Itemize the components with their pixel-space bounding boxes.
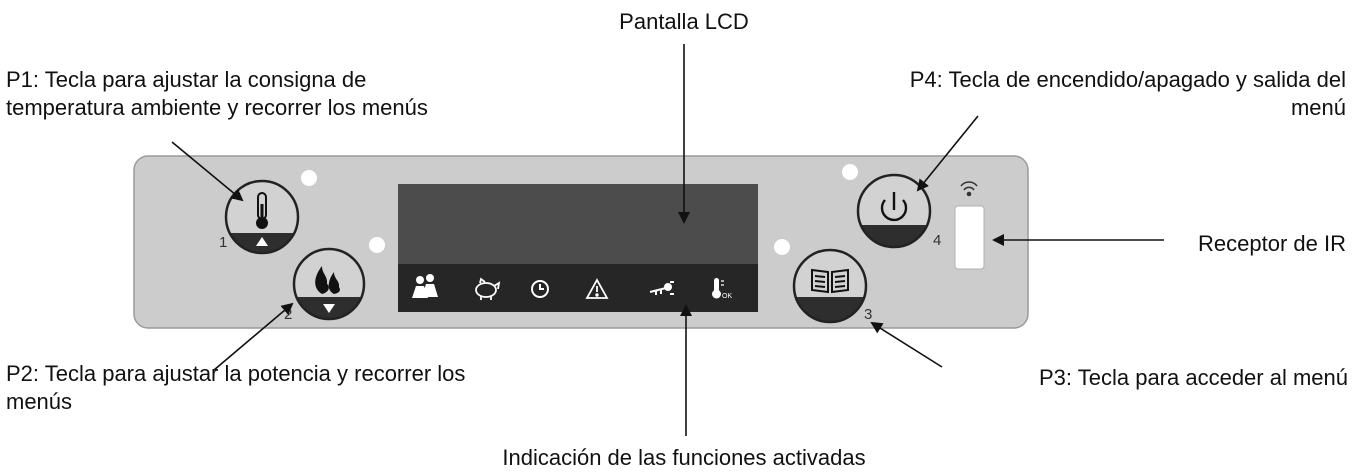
led-indicator	[301, 170, 317, 186]
label-p2: P2: Tecla para ajustar la potencia y rec…	[6, 360, 465, 416]
thermometer-ok-icon: OK	[712, 278, 732, 300]
arrow-p2	[213, 302, 294, 371]
label-p1-line1: P1: Tecla para ajustar la consigna de	[6, 67, 367, 92]
label-p1-line2: temperatura ambiente y recorrer los menú…	[6, 95, 428, 120]
p3-menu-button[interactable]	[792, 248, 868, 325]
piggy-bank-icon	[475, 277, 501, 300]
people-icon	[412, 274, 438, 298]
p4-power-onoff-button[interactable]	[856, 173, 932, 251]
label-p4: P4: Tecla de encendido/apagado y salida …	[910, 66, 1346, 122]
p1-temperature-button[interactable]	[224, 179, 300, 255]
arrow-down-icon	[323, 304, 335, 313]
label-receptor-ir: Receptor de IR	[1198, 231, 1346, 256]
label-indicacion-funciones: Indicación de las funciones activadas	[502, 445, 866, 470]
warning-triangle-icon	[585, 278, 609, 299]
clock-icon	[531, 280, 549, 298]
lcd-screen	[398, 184, 758, 264]
power-icon	[880, 192, 908, 222]
button-2-number: 2	[284, 306, 292, 323]
led-indicator	[369, 237, 385, 253]
button-4-number: 4	[933, 232, 941, 249]
label-pantalla-lcd: Pantalla LCD	[619, 9, 749, 34]
flame-icon	[315, 266, 340, 294]
button-1-number: 1	[219, 234, 227, 251]
wifi-signal-icon	[960, 181, 978, 197]
label-p2-line2: menús	[6, 389, 73, 414]
key-icon	[649, 281, 674, 295]
label-p3: P3: Tecla para acceder al menú	[1039, 365, 1348, 390]
button-3-number: 3	[864, 306, 872, 323]
label-p1: P1: Tecla para ajustar la consigna de te…	[6, 66, 428, 122]
arrow-p3	[870, 321, 943, 368]
label-p4-line2: menú	[1290, 95, 1346, 120]
lcd-icon-bar	[398, 264, 758, 312]
p2-power-button[interactable]	[292, 247, 366, 323]
label-p2-line1: P2: Tecla para ajustar la potencia y rec…	[6, 361, 466, 386]
arrow-p4	[916, 115, 979, 192]
led-indicator	[842, 164, 858, 180]
thermometer-ok-label: OK	[722, 293, 732, 300]
ir-receptor-window	[954, 205, 985, 270]
arrow-p1	[171, 141, 244, 202]
label-p4-line1: P4: Tecla de encendido/apagado y salida …	[909, 67, 1346, 92]
thermometer-icon	[256, 192, 268, 229]
arrow-up-icon	[256, 237, 268, 246]
led-indicator	[774, 239, 790, 255]
book-icon	[811, 268, 849, 294]
